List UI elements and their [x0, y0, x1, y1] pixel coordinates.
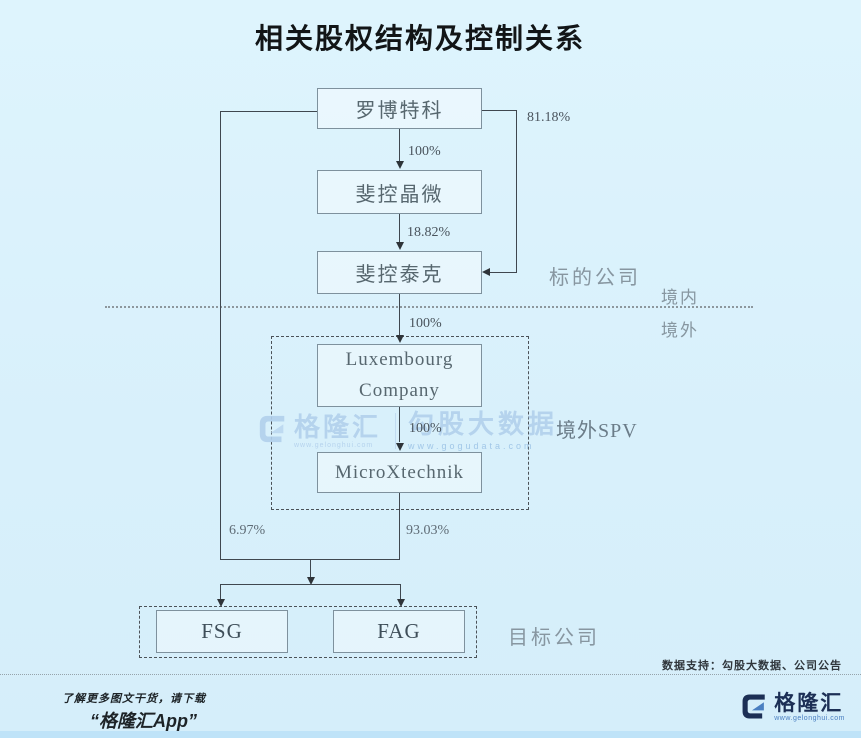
label-overseas: 境外: [661, 321, 699, 340]
page-title: 相关股权结构及控制关系: [254, 23, 585, 54]
goal-companies-group-box: [139, 606, 477, 658]
edge-label-100-3: 100%: [409, 421, 442, 436]
edge-left-vertical: [220, 111, 221, 559]
watermark: 格隆汇 www.gelonghui.com 勾股大数据 www.gogudata…: [256, 411, 558, 451]
edge-label-100-2: 100%: [409, 316, 442, 331]
node-fag: FAG: [333, 610, 465, 653]
edge-microx-down: [399, 493, 400, 559]
footer-brand-url: www.gelonghui.com: [774, 715, 845, 723]
edge-label-6-97: 6.97%: [229, 523, 266, 538]
arrowhead-down-icon: [396, 242, 404, 250]
label-overseas-spv: 境外SPV: [556, 420, 638, 442]
edge-label-18-82: 18.82%: [407, 225, 451, 240]
edge-label-81-18: 81.18%: [527, 110, 571, 125]
footer-promo-line2: “格隆汇App”: [90, 711, 197, 731]
edge-label-93-03: 93.03%: [406, 523, 450, 538]
arrowhead-down-icon: [397, 599, 405, 607]
edge-split-bar: [220, 584, 401, 585]
edge-to-fsg: [220, 584, 221, 600]
edge-left-horizontal: [220, 111, 317, 112]
footer-separator-line: [0, 674, 861, 675]
gelonghui-logo-icon: [256, 413, 290, 450]
edge-right-horizontal-bottom: [489, 272, 516, 273]
node-luobotek: 罗博特科: [317, 88, 482, 129]
node-feikong-jingwei: 斐控晶微: [317, 170, 482, 214]
watermark-brand-url: www.gelonghui.com: [294, 441, 374, 449]
gelonghui-logo-icon: [740, 692, 769, 726]
footer-brand-logo: 格隆汇 www.gelonghui.com: [740, 692, 845, 726]
footer-brand-text: 格隆汇: [774, 692, 844, 715]
bottom-accent-bar: [0, 731, 861, 738]
label-goal-companies: 目标公司: [508, 627, 600, 649]
edge-join-stem: [310, 559, 311, 578]
footer-promo-line1: 了解更多图文干货，请下载: [62, 693, 206, 705]
edge-label-100-1: 100%: [408, 144, 441, 159]
watermark-brand-text: 格隆汇: [294, 411, 382, 442]
watermark-divider: [395, 413, 397, 449]
arrowhead-down-icon: [307, 577, 315, 585]
label-target-company: 标的公司: [549, 267, 641, 289]
edge-to-fag: [400, 584, 401, 600]
edge-right-vertical: [516, 110, 517, 273]
arrowhead-down-icon: [217, 599, 225, 607]
domestic-overseas-boundary-line: [105, 306, 753, 308]
edge-luxembourg-microx: [399, 407, 400, 442]
node-luxembourg-company: Luxembourg Company: [317, 344, 482, 407]
node-feikong-taike: 斐控泰克: [317, 251, 482, 294]
arrowhead-down-icon: [396, 443, 404, 451]
arrowhead-down-icon: [396, 335, 404, 343]
arrowhead-left-icon: [482, 268, 490, 276]
watermark-partner-text: 勾股大数据: [408, 409, 559, 439]
edge-taike-luxembourg: [399, 294, 400, 335]
node-fsg: FSG: [156, 610, 288, 653]
data-support-note: 数据支持：勾股大数据、公司公告: [662, 660, 842, 672]
edge-jingwei-taike: [399, 214, 400, 243]
node-microxtechnik: MicroXtechnik: [317, 452, 482, 493]
label-domestic: 境内: [661, 288, 699, 307]
edge-luobotek-jingwei: [399, 129, 400, 162]
arrowhead-down-icon: [396, 161, 404, 169]
watermark-partner-url: www.gogudata.com: [408, 441, 535, 451]
edge-right-horizontal-top: [482, 110, 516, 111]
